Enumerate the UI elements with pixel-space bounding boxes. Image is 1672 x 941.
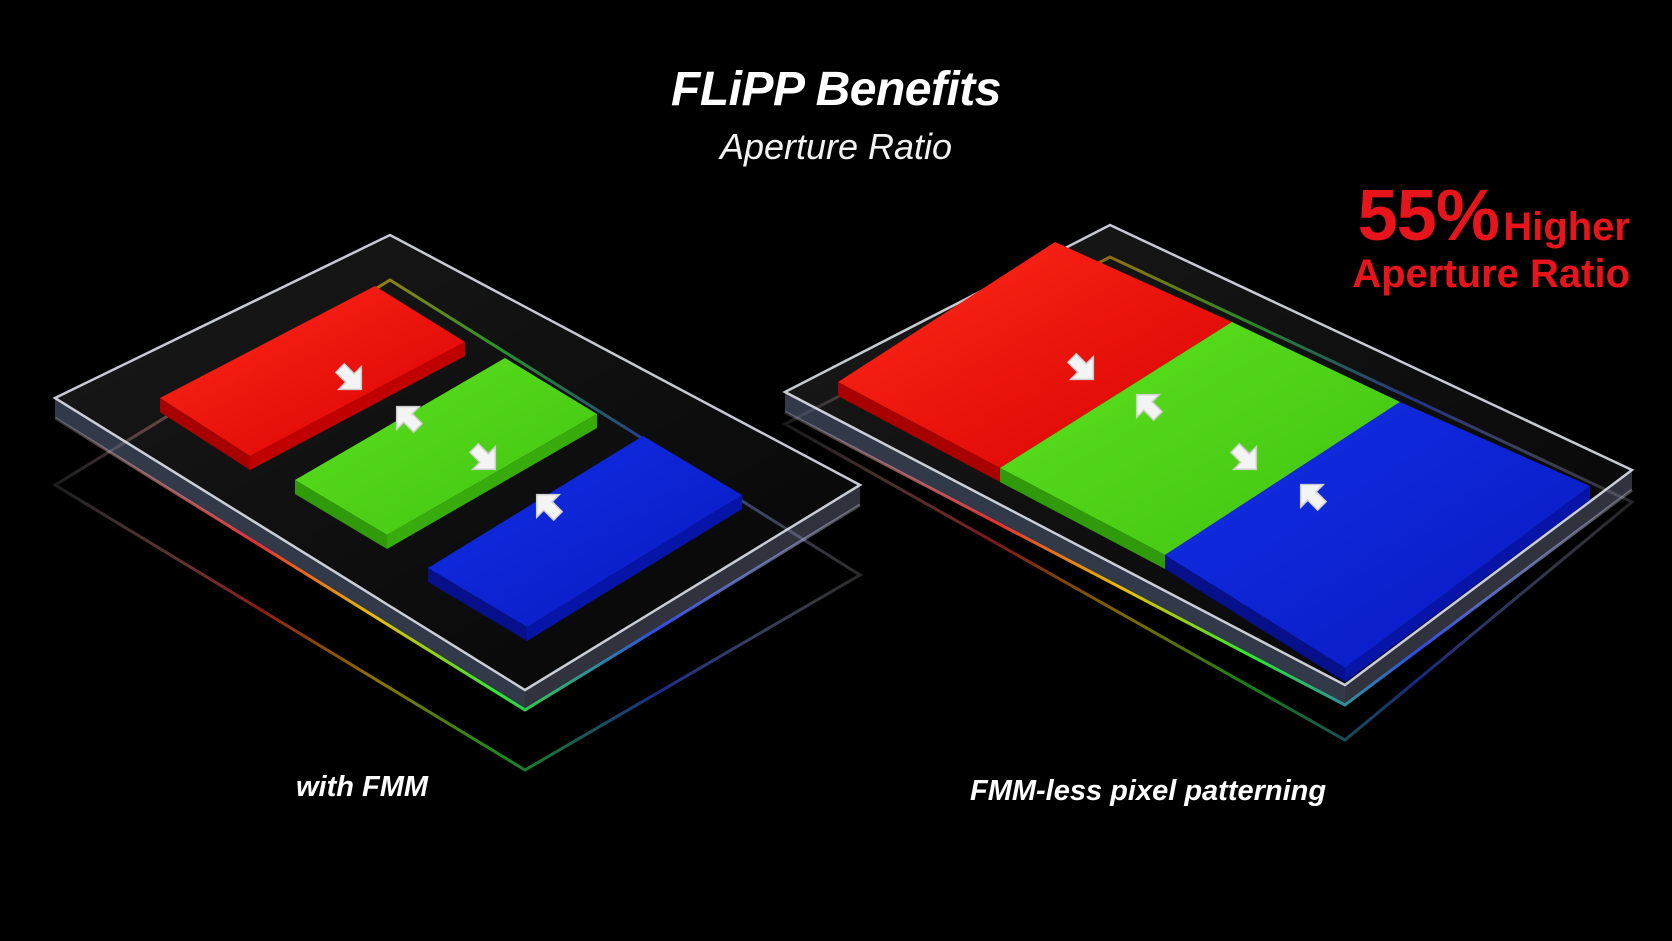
- subpixel-red-right: [838, 242, 1232, 482]
- subpixel-blue-left: [428, 436, 742, 641]
- subpixel-red-left: [160, 286, 465, 470]
- callout-word: Higher: [1503, 205, 1630, 249]
- caption-fmm-less: FMM-less pixel patterning: [970, 775, 1327, 807]
- panel-left: [52, 233, 863, 772]
- subpixel-blue-right: [1165, 402, 1590, 682]
- subpixel-green-left: [295, 358, 597, 549]
- callout-line2: Aperture Ratio: [1352, 252, 1630, 296]
- slide-title: FLiPP Benefits: [671, 63, 1001, 116]
- caption-with-fmm: with FMM: [296, 771, 429, 803]
- aperture-callout: 55% Higher Aperture Ratio: [1352, 180, 1630, 294]
- slide-subtitle: Aperture Ratio: [719, 126, 953, 167]
- panel-right: [781, 223, 1635, 742]
- callout-percent: 55%: [1357, 176, 1500, 256]
- subpixel-green-right: [1000, 322, 1400, 569]
